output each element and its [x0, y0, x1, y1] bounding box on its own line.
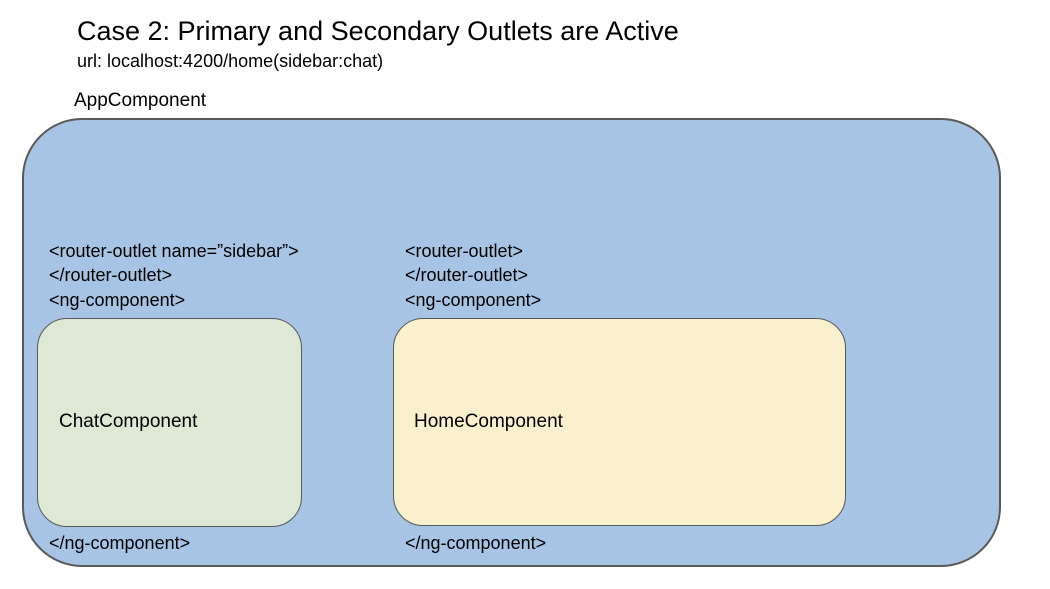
- sidebar-outlet-close-tag: </router-outlet>: [49, 265, 173, 285]
- primary-outlet-open-tag: <router-outlet>: [405, 241, 524, 261]
- diagram-title: Case 2: Primary and Secondary Outlets ar…: [77, 16, 679, 46]
- primary-ng-component-close-tag: </ng-component>: [405, 533, 547, 553]
- home-component-label: HomeComponent: [414, 411, 563, 432]
- primary-ng-component-open-tag: <ng-component>: [405, 290, 542, 310]
- app-component-label: AppComponent: [74, 90, 207, 111]
- home-component-box: HomeComponent: [393, 318, 846, 526]
- primary-outlet-close-tag: </router-outlet>: [405, 265, 529, 285]
- chat-component-label: ChatComponent: [59, 411, 198, 432]
- sidebar-ng-component-open-tag: <ng-component>: [49, 290, 186, 310]
- url-caption: url: localhost:4200/home(sidebar:chat): [77, 51, 384, 71]
- chat-component-box: ChatComponent: [37, 318, 302, 527]
- sidebar-outlet-open-tag: <router-outlet name=”sidebar”>: [49, 241, 299, 261]
- sidebar-ng-component-close-tag: </ng-component>: [49, 533, 191, 553]
